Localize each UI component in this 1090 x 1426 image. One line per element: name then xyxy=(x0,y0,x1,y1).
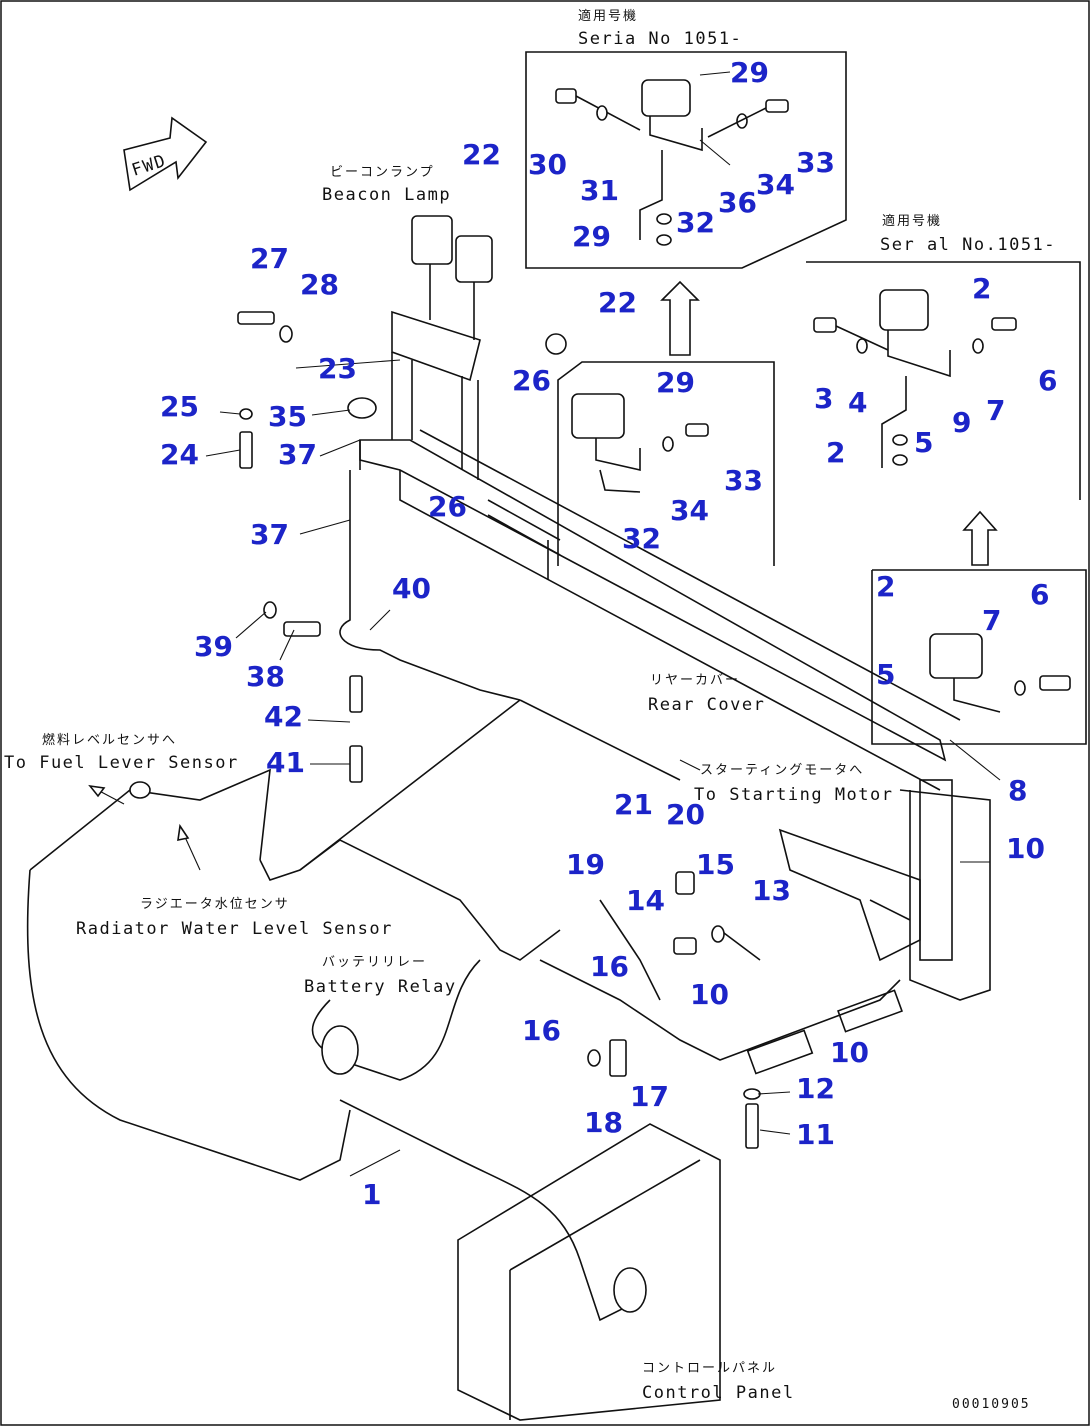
wire-harness xyxy=(26,470,903,1322)
part-number: 38 xyxy=(246,660,285,693)
part-number: 26 xyxy=(512,364,551,397)
part-number: 34 xyxy=(756,168,795,201)
rear-cover-bar xyxy=(359,429,961,791)
part-number: 40 xyxy=(392,572,431,605)
arrow-up-icon xyxy=(660,280,700,356)
part-number: 10 xyxy=(830,1036,869,1069)
part-number: 33 xyxy=(796,146,835,179)
part-number: 36 xyxy=(718,186,757,219)
part-number: 35 xyxy=(268,400,307,433)
part-number: 15 xyxy=(696,848,735,881)
part-number: 34 xyxy=(670,494,709,527)
fwd-arrow-icon: FWD xyxy=(123,116,208,192)
starting-motor-jp: スターティングモータへ xyxy=(700,763,864,778)
part-number: 32 xyxy=(622,522,661,555)
part-number: 21 xyxy=(614,788,653,821)
control-panel-en: Control Panel xyxy=(642,1383,795,1403)
part-number: 2 xyxy=(972,272,991,305)
control-panel-jp: コントロールパネル xyxy=(642,1361,777,1376)
hardware-parts xyxy=(129,311,761,1149)
part-number: 7 xyxy=(982,604,1001,637)
part-number: 9 xyxy=(952,406,971,439)
sensor-arrows xyxy=(88,759,701,871)
part-number: 22 xyxy=(462,138,501,171)
part-number: 41 xyxy=(266,746,305,779)
part-number: 10 xyxy=(1006,832,1045,865)
beacon-lamp-jp: ビーコンランプ xyxy=(330,165,435,180)
part-number: 30 xyxy=(528,148,567,181)
right-side-panel xyxy=(778,779,991,1001)
part-number: 4 xyxy=(848,386,867,419)
part-number: 10 xyxy=(690,978,729,1011)
part-number: 8 xyxy=(1008,774,1027,807)
part-number: 16 xyxy=(590,950,629,983)
part-number: 7 xyxy=(986,394,1005,427)
part-number: 37 xyxy=(278,438,317,471)
part-number: 17 xyxy=(630,1080,669,1113)
right-lamp-group xyxy=(871,569,1087,745)
serial-callout-top: 適用号機 Seria No 1051- xyxy=(525,8,847,269)
part-number: 13 xyxy=(752,874,791,907)
part-number: 2 xyxy=(826,436,845,469)
rear-cover-jp: リヤーカバー xyxy=(650,673,740,688)
radiator-sensor-jp: ラジエータ水位センサ xyxy=(140,897,290,912)
serial-top-jp: 適用号機 xyxy=(578,8,638,24)
serial-right-jp: 適用号機 xyxy=(882,213,942,229)
arrow-up-icon xyxy=(962,510,998,566)
part-number: 6 xyxy=(1038,364,1057,397)
part-number: 5 xyxy=(914,426,933,459)
part-number: 1 xyxy=(362,1178,381,1211)
part-number: 16 xyxy=(522,1014,561,1047)
serial-top-en: Seria No 1051- xyxy=(578,29,742,49)
part-number: 27 xyxy=(250,242,289,275)
part-number: 28 xyxy=(300,268,339,301)
serial-callout-right: 適用号機 Ser al No.1051- xyxy=(806,213,1081,500)
part-number: 29 xyxy=(572,220,611,253)
part-number: 5 xyxy=(876,658,895,691)
part-number: 32 xyxy=(676,206,715,239)
part-number: 14 xyxy=(626,884,665,917)
part-number: 29 xyxy=(730,56,769,89)
radiator-sensor-en: Radiator Water Level Sensor xyxy=(76,919,393,939)
battery-relay-jp: バッテリリレー xyxy=(322,955,427,970)
serial-right-en: Ser al No.1051- xyxy=(880,235,1056,255)
part-number: 31 xyxy=(580,174,619,207)
fwd-label: FWD xyxy=(129,151,169,181)
fuel-sensor-en: To Fuel Lever Sensor xyxy=(4,753,239,773)
part-number: 24 xyxy=(160,438,199,471)
part-number: 2 xyxy=(876,570,895,603)
part-number: 26 xyxy=(428,490,467,523)
part-number: 11 xyxy=(796,1118,835,1151)
part-number: 39 xyxy=(194,630,233,663)
part-number: 42 xyxy=(264,700,303,733)
part-number: 25 xyxy=(160,390,199,423)
part-number-labels: 29 30 31 32 36 34 33 29 22 27 28 23 26 2… xyxy=(160,56,1057,1211)
middle-lamp-group xyxy=(557,361,775,566)
part-number: 23 xyxy=(318,352,357,385)
part-number: 3 xyxy=(814,382,833,415)
starting-motor-en: To Starting Motor xyxy=(694,785,894,805)
leader-lines xyxy=(205,139,1001,1177)
part-number: 19 xyxy=(566,848,605,881)
rear-cover-en: Rear Cover xyxy=(648,695,765,715)
control-panel-box xyxy=(457,1123,721,1421)
part-number: 29 xyxy=(656,366,695,399)
drawing-number: 00010905 xyxy=(952,1397,1031,1412)
part-number: 22 xyxy=(598,286,637,319)
beacon-lamp-en: Beacon Lamp xyxy=(322,185,451,205)
battery-relay-en: Battery Relay xyxy=(304,977,457,997)
part-number: 6 xyxy=(1030,578,1049,611)
part-number: 12 xyxy=(796,1072,835,1105)
part-number: 20 xyxy=(666,798,705,831)
fuel-sensor-jp: 燃料レベルセンサへ xyxy=(42,732,177,748)
part-number: 33 xyxy=(724,464,763,497)
part-number: 18 xyxy=(584,1106,623,1139)
beacon-lamps xyxy=(391,215,493,480)
part-number: 37 xyxy=(250,518,289,551)
